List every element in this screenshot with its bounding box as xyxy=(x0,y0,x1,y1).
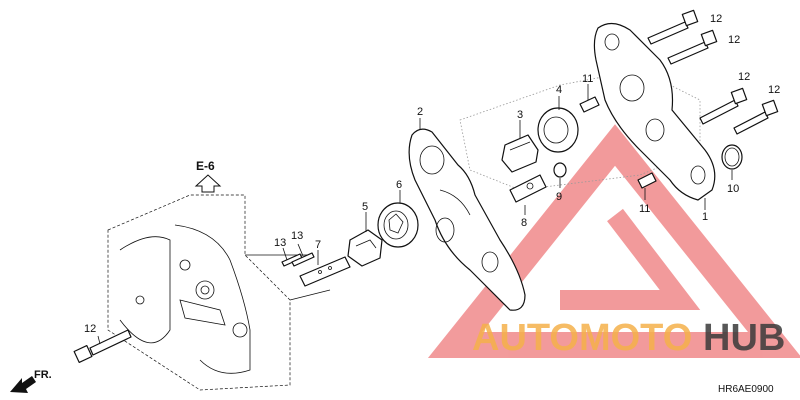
outer-rotor-6 xyxy=(377,202,419,248)
callouts: 1 2 3 4 5 6 7 8 9 10 11 11 12 12 12 12 1… xyxy=(84,13,780,335)
callout-2: 2 xyxy=(417,106,423,118)
callout-7: 7 xyxy=(315,239,321,251)
callout-11-upper: 11 xyxy=(582,73,593,85)
valve-8 xyxy=(509,174,547,203)
callout-3: 3 xyxy=(517,109,523,121)
callout-12-b: 12 xyxy=(728,34,740,46)
callout-12-c: 12 xyxy=(738,71,750,83)
dowel-11-lower xyxy=(637,172,657,189)
watermark-logo xyxy=(427,124,800,358)
outer-rotor-4 xyxy=(537,107,579,153)
front-label: FR. xyxy=(34,369,52,381)
callout-9: 9 xyxy=(556,191,562,203)
watermark-text-2: HUB xyxy=(703,317,785,359)
rotor-3 xyxy=(501,134,539,173)
shaft-7 xyxy=(299,256,351,287)
diagram-code: HR6AE0900 xyxy=(718,384,774,395)
pump-body-1 xyxy=(593,22,716,201)
reference-label: E-6 xyxy=(196,159,215,173)
case-outline-dotted xyxy=(459,69,701,191)
bolts-12-right xyxy=(647,9,779,135)
callout-10: 10 xyxy=(727,183,739,195)
reference-arrow xyxy=(194,174,222,193)
watermark-text-1: AUTOMOTO xyxy=(472,317,692,359)
pins-13 xyxy=(281,252,315,267)
inner-rotor-5 xyxy=(347,229,383,267)
engine-case xyxy=(107,194,331,391)
separator-plate-2 xyxy=(408,128,526,311)
o-ring-10 xyxy=(721,144,743,170)
callout-12-d: 12 xyxy=(768,84,780,96)
o-ring-9 xyxy=(553,162,567,178)
callout-1: 1 xyxy=(702,211,708,223)
callout-12-e: 12 xyxy=(84,323,96,335)
callout-13-a: 13 xyxy=(274,237,286,249)
callout-5: 5 xyxy=(362,201,368,213)
callout-8: 8 xyxy=(521,217,527,229)
leader-lines xyxy=(97,84,733,345)
callout-13-b: 13 xyxy=(291,230,303,242)
dowel-11-upper xyxy=(579,96,600,113)
callout-11-lower: 11 xyxy=(639,203,650,215)
bolt-12-left xyxy=(73,329,132,363)
callout-4: 4 xyxy=(556,84,562,96)
callout-12-a: 12 xyxy=(710,13,722,25)
front-arrow-icon xyxy=(10,376,36,393)
callout-6: 6 xyxy=(396,179,402,191)
